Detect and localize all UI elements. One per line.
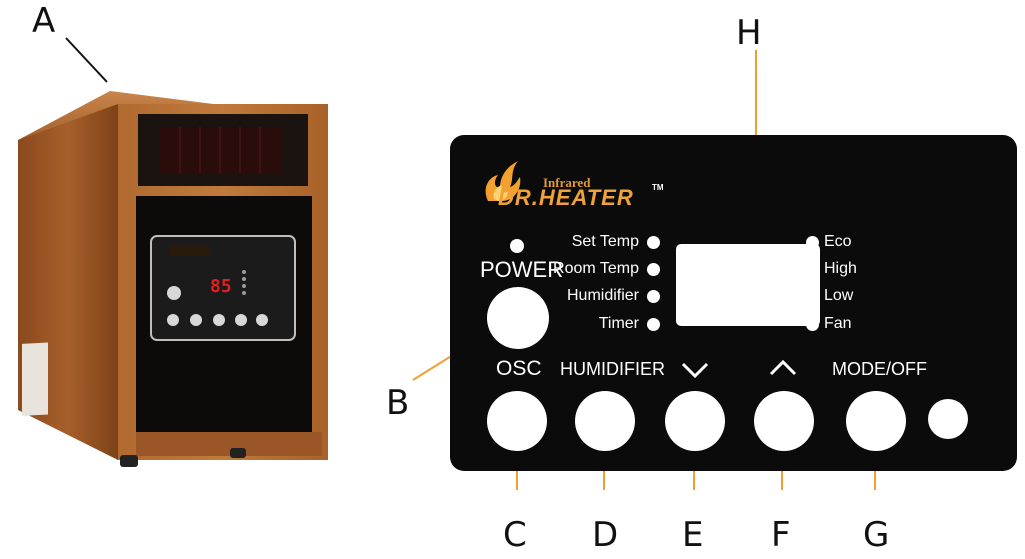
power-button[interactable] <box>487 287 549 349</box>
indicator-led-timer <box>647 318 660 331</box>
indicator-led-fan <box>806 318 819 331</box>
callout-b: B <box>386 383 410 423</box>
indicator-label-set-temp: Set Temp <box>571 233 639 250</box>
mini-buttons <box>167 286 268 326</box>
callout-f: F <box>771 515 791 555</box>
osc-button[interactable] <box>487 391 547 451</box>
indicator-led-high <box>806 263 819 276</box>
callout-c: C <box>503 515 527 555</box>
indicator-label-fan: Fan <box>824 315 852 332</box>
up-button[interactable] <box>754 391 814 451</box>
osc-label: OSC <box>496 357 542 380</box>
indicator-label-timer: Timer <box>598 315 639 332</box>
callout-a: A <box>32 1 56 41</box>
control-panel: Infrared DR.HEATER TM POWER Set Temp Roo… <box>450 135 1017 471</box>
indicator-label-low: Low <box>824 287 854 304</box>
callout-h: H <box>736 13 762 53</box>
humidifier-label: HUMIDIFIER <box>560 359 665 379</box>
side-label <box>22 342 48 416</box>
power-label: POWER <box>480 257 564 282</box>
mini-control-panel <box>150 235 296 341</box>
indicator-led-humidifier <box>647 290 660 303</box>
indicator-led-low <box>806 290 819 303</box>
indicator-label-high: High <box>824 260 857 277</box>
indicator-label-eco: Eco <box>824 233 852 250</box>
brand-trademark: TM <box>652 183 664 192</box>
indicator-led-set-temp <box>647 236 660 249</box>
leader-line-a <box>65 37 108 83</box>
humidifier-button[interactable] <box>575 391 635 451</box>
mode-off-label: MODE/OFF <box>832 359 927 379</box>
heater-foot <box>230 448 246 458</box>
indicator-label-humidifier: Humidifier <box>566 287 639 304</box>
flame-logo-icon <box>485 161 521 201</box>
power-led <box>510 239 524 253</box>
led-display <box>676 244 820 326</box>
chevron-up-icon <box>769 359 797 376</box>
remote-sensor <box>928 399 968 439</box>
chevron-down-icon <box>681 362 709 379</box>
heater-illustration: 85 <box>18 37 328 467</box>
brand-infrared: Infrared <box>543 175 591 190</box>
heater-foot <box>120 455 138 467</box>
indicator-label-room-temp: Room Temp <box>553 260 639 277</box>
down-button[interactable] <box>665 391 725 451</box>
heater-base <box>136 432 322 456</box>
callout-g: G <box>863 515 890 555</box>
vent-slats <box>179 127 261 173</box>
mini-display-digits: 85 <box>210 276 232 297</box>
callout-d: D <box>592 515 619 555</box>
mode-off-button[interactable] <box>846 391 906 451</box>
indicator-led-room-temp <box>647 263 660 276</box>
brand-name: DR.HEATER <box>498 185 634 210</box>
callout-e: E <box>682 515 704 555</box>
indicator-led-eco <box>806 236 819 249</box>
